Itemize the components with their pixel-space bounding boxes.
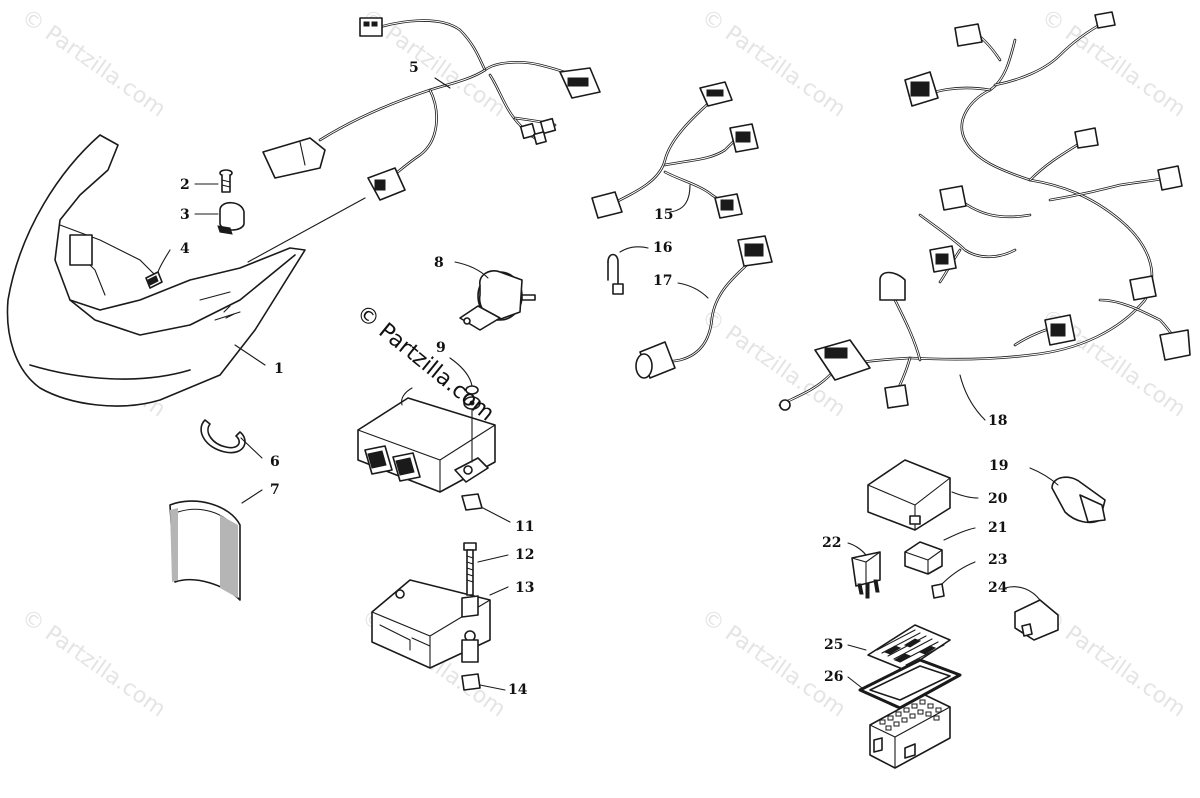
part-4-clip bbox=[145, 249, 171, 289]
part-25-fuse-label bbox=[847, 624, 951, 671]
part-22-relay bbox=[847, 542, 881, 599]
callout-11: 11 bbox=[515, 519, 534, 535]
callout-4: 4 bbox=[180, 241, 190, 257]
callout-1: 1 bbox=[274, 361, 284, 377]
part-6-ring-clip bbox=[200, 419, 263, 459]
part-15-harness bbox=[591, 81, 759, 219]
callout-6: 6 bbox=[270, 454, 280, 470]
callout-21: 21 bbox=[988, 520, 1007, 536]
part-26-gasket bbox=[847, 658, 962, 710]
part-3-clamp bbox=[194, 201, 245, 235]
callout-17: 17 bbox=[653, 273, 672, 289]
part-5-harness bbox=[247, 17, 601, 263]
part-13-module bbox=[371, 542, 509, 691]
callout-13: 13 bbox=[515, 580, 534, 596]
part-18-main-harness bbox=[778, 11, 1191, 421]
callout-19: 19 bbox=[989, 458, 1008, 474]
part-17-harness bbox=[635, 235, 773, 379]
callout-26: 26 bbox=[824, 669, 843, 685]
callout-25: 25 bbox=[824, 637, 843, 653]
part-2-screw bbox=[194, 169, 233, 193]
part-23-fuse bbox=[931, 561, 976, 599]
callout-24: 24 bbox=[988, 580, 1008, 596]
part-16-pin bbox=[607, 246, 649, 295]
part-19-connector bbox=[1029, 467, 1106, 524]
callout-3: 3 bbox=[180, 207, 190, 223]
part-8-buzzer bbox=[454, 261, 536, 331]
part-21-relay bbox=[904, 527, 976, 575]
callout-23: 23 bbox=[988, 552, 1007, 568]
callout-5: 5 bbox=[409, 60, 419, 76]
callout-9: 9 bbox=[436, 340, 446, 356]
part-7-sleeve bbox=[169, 489, 263, 601]
watermark: © Partzilla.com bbox=[697, 4, 850, 122]
fuse-block-base bbox=[869, 694, 951, 769]
watermark: © Partzilla.com bbox=[17, 4, 170, 122]
watermark: © Partzilla.com bbox=[1037, 604, 1190, 722]
part-9-cdi-module bbox=[357, 357, 511, 523]
callout-2: 2 bbox=[180, 177, 190, 193]
callout-22: 22 bbox=[822, 535, 841, 551]
callouts: 1 2 3 4 5 6 7 8 9 11 12 13 14 15 16 17 1… bbox=[180, 60, 1008, 698]
watermark: © Partzilla.com bbox=[17, 604, 170, 722]
callout-7: 7 bbox=[270, 482, 280, 498]
callout-20: 20 bbox=[988, 491, 1008, 507]
callout-16: 16 bbox=[653, 240, 672, 256]
callout-15: 15 bbox=[654, 207, 673, 223]
callout-8: 8 bbox=[434, 255, 444, 271]
part-24-connector bbox=[1004, 586, 1059, 641]
part-20-fuse-cover bbox=[867, 459, 979, 531]
callout-12: 12 bbox=[515, 547, 534, 563]
watermark: © Partzilla.com bbox=[697, 604, 850, 722]
callout-18: 18 bbox=[988, 413, 1007, 429]
part-1-headlight bbox=[6, 134, 306, 407]
callout-14: 14 bbox=[508, 682, 528, 698]
